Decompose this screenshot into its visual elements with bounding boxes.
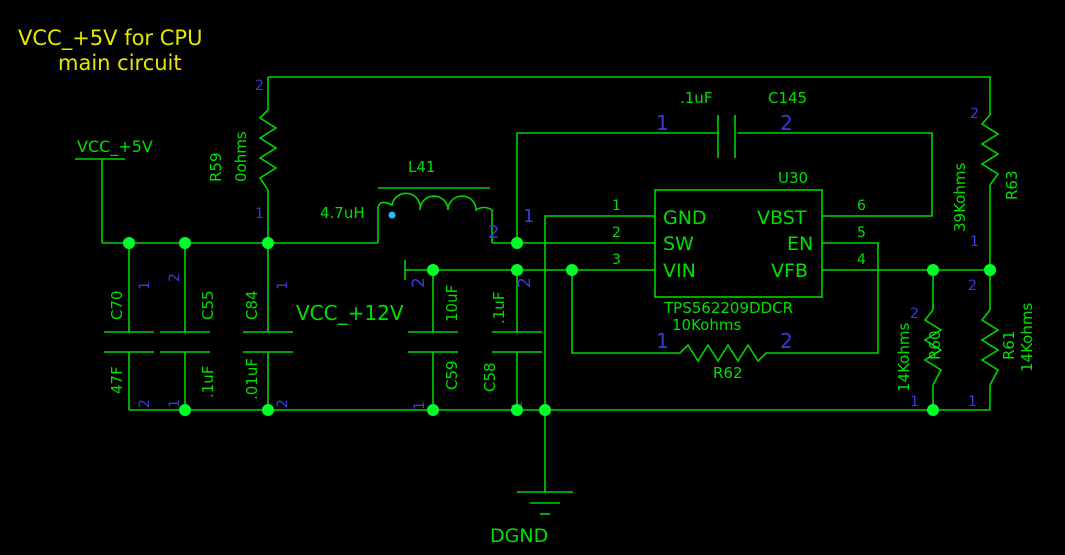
r61-ref: R61 [1000,330,1018,360]
r60-pin2: 2 [910,306,919,322]
c145-value: .1uF [680,89,712,107]
vcc5-label: VCC_+5V [77,137,153,157]
c84-pin1: 1 [275,281,291,290]
c145-ref: C145 [768,89,807,107]
c55-pin1: 1 [167,399,183,408]
l41-pin2: 2 [488,222,499,243]
c84-pin2: 2 [275,399,291,408]
u30-part: TPS562209DDCR [663,299,793,317]
capacitor-c58[interactable]: .1uF C58 2 1 [481,277,542,410]
capacitor-c59[interactable]: 10uF C59 2 1 [408,277,461,410]
r60-value: 14Kohms [895,323,913,392]
pin-vbst: VBST [757,207,807,229]
c59-pin1: 1 [412,401,428,410]
r61-pin1: 1 [968,394,977,410]
c59-pin2: 2 [409,277,429,288]
vcc12-label: VCC_+12V [296,301,404,325]
pin-num-6: 6 [857,198,866,214]
r60-ref: R60 [926,330,944,360]
l41-ref: L41 [408,158,435,176]
junction-dots [123,237,996,416]
title-line2: main circuit [58,51,182,75]
ic-u30[interactable]: U30 TPS562209DDCR GND SW VIN VBST EN VFB… [612,169,866,317]
r62-value: 10Kohms [672,316,741,334]
pin-en: EN [787,233,813,255]
pin-gnd: GND [663,207,707,229]
r62-pin1: 1 [656,329,669,353]
resistor-r63[interactable]: 2 1 39Kohms R63 [951,106,1021,250]
c145-pin2: 2 [780,111,793,135]
capacitor-c145[interactable]: .1uF C145 1 2 [656,89,807,158]
c58-pin2: 2 [515,277,535,288]
r63-pin1: 1 [970,234,979,250]
c55-ref: C55 [199,290,217,320]
pin-num-5: 5 [857,225,866,241]
r62-pin2: 2 [780,329,793,353]
resistor-r61[interactable]: 2 1 R61 14Kohms [968,278,1036,410]
resistor-r62[interactable]: 10Kohms R62 1 2 [656,316,793,382]
l41-pin1: 1 [523,206,534,227]
c58-ref: C58 [481,362,499,392]
c70-value: 47F [108,366,126,394]
pin-num-3: 3 [612,252,621,268]
c59-ref: C59 [443,360,461,390]
r59-value: 0ohms [232,131,250,182]
c145-pin1: 1 [656,111,669,135]
capacitor-c84[interactable]: C84 .01uF 1 2 [243,281,293,408]
inductor-l41[interactable]: L41 4.7uH 2 1 [320,158,534,243]
r61-value: 14Kohms [1018,303,1036,372]
pin-vin: VIN [663,260,696,282]
r62-ref: R62 [713,364,743,382]
c55-value: .1uF [199,366,217,398]
r63-value: 39Kohms [951,163,969,232]
capacitor-c70[interactable]: C70 47F 1 2 [104,281,154,408]
c70-ref: C70 [108,290,126,320]
l41-value: 4.7uH [320,204,365,222]
r60-pin1: 1 [910,394,919,410]
c55-pin2: 2 [167,273,183,282]
resistor-r59[interactable]: 2 1 R59 0ohms [207,78,278,222]
c84-ref: C84 [243,290,261,320]
resistor-r60[interactable]: 2 1 14Kohms R60 [895,306,944,410]
c58-value: .1uF [490,292,508,324]
r59-pin2: 2 [255,78,264,94]
r59-ref: R59 [207,152,225,182]
pin-num-4: 4 [857,252,866,268]
pin-vfb: VFB [771,260,808,282]
title-line1: VCC_+5V for CPU [18,26,202,51]
capacitor-c55[interactable]: C55 .1uF 2 1 [160,273,217,408]
c59-value: 10uF [443,285,461,322]
ground-symbol [517,491,573,515]
c70-pin1: 1 [137,281,153,290]
c70-pin2: 2 [137,399,153,408]
r61-pin2: 2 [968,278,977,294]
u30-ref: U30 [778,169,808,187]
r63-pin2: 2 [970,106,979,122]
c84-value: .01uF [243,358,261,400]
r63-ref: R63 [1003,170,1021,200]
pin-num-2: 2 [612,225,621,241]
pin-num-1: 1 [612,198,621,214]
r59-pin1: 1 [255,206,264,222]
pin-sw: SW [663,233,694,255]
dgnd-label: DGND [490,525,548,547]
